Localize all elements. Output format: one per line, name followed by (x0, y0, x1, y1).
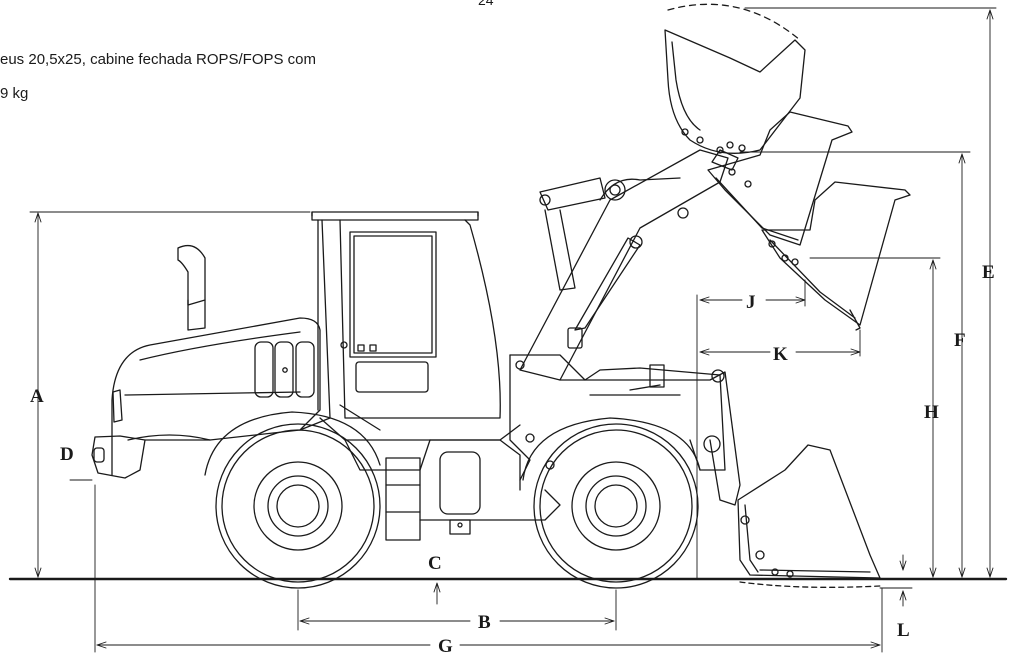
dimension-label-h: H (924, 402, 939, 423)
front-wheel (533, 423, 699, 589)
dimension-label-a: A (30, 386, 44, 407)
page-number: 24 (478, 0, 494, 8)
caption-line-1: eus 20,5x25, cabine fechada ROPS/FOPS co… (0, 51, 317, 68)
loader-body (91, 211, 726, 541)
dimension-lines (29, 7, 997, 653)
dimension-label-e: E (982, 262, 995, 283)
caption-line-2: 9 kg (0, 85, 29, 102)
dimension-label-l: L (897, 620, 910, 641)
bucket-dump-position (664, 3, 806, 171)
dimension-label-f: F (954, 330, 966, 351)
dimension-label-g: G (438, 636, 453, 654)
bucket-reach-position (761, 181, 911, 331)
dimension-label-k: K (773, 344, 788, 365)
bucket-raised-position (707, 111, 853, 246)
dimension-label-c: C (428, 553, 442, 574)
dimension-label-d: D (60, 444, 74, 465)
dimension-label-b: B (478, 612, 491, 633)
dimension-label-j: J (746, 292, 756, 313)
rear-wheel (215, 423, 381, 589)
loader-arm (519, 149, 741, 506)
bucket-ground-position (737, 444, 881, 588)
